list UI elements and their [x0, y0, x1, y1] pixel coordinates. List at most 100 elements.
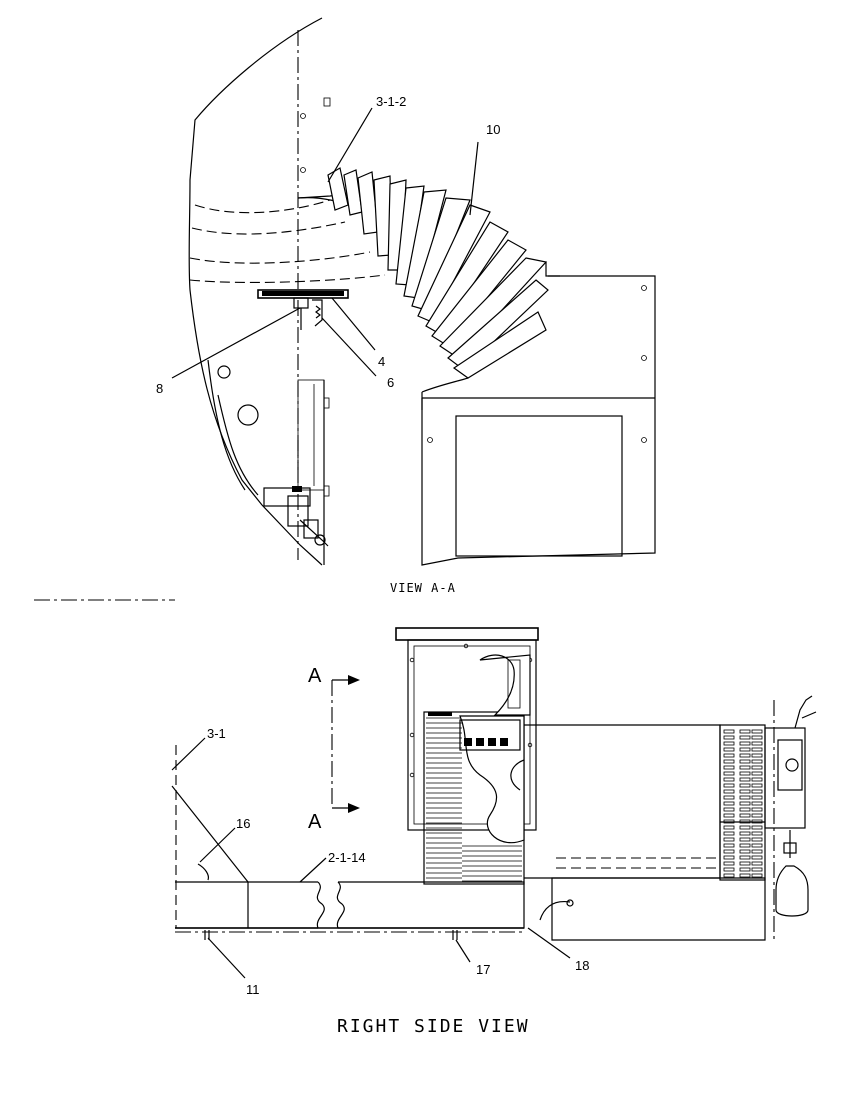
callout-16: 16 — [236, 816, 250, 831]
coil-fin — [723, 837, 735, 842]
coil-fin — [739, 753, 751, 758]
filter-drier — [775, 865, 809, 917]
callout-3-1-2: 3-1-2 — [376, 94, 406, 109]
box-lower-outline — [421, 392, 656, 566]
callout-11: 11 — [246, 982, 260, 997]
coil-fin — [723, 753, 735, 758]
coil-fin — [739, 777, 751, 782]
lower-bracket — [297, 379, 325, 491]
coil-fin — [751, 759, 763, 764]
valve-pipe-top — [794, 695, 817, 729]
lower-bracket-tab2 — [323, 485, 330, 497]
valve-fitting — [783, 842, 797, 854]
coil-fin — [739, 741, 751, 746]
coil-fin — [723, 855, 735, 860]
coil-fin — [739, 831, 751, 836]
callout-2-1-14: 2-1-14 — [328, 850, 366, 865]
coil-fin — [739, 861, 751, 866]
base-break-left — [316, 881, 325, 929]
coil-fin — [751, 801, 763, 806]
coil-fin — [723, 783, 735, 788]
clamp-washer — [314, 534, 326, 546]
right-side-view-title: RIGHT SIDE VIEW — [337, 1016, 530, 1037]
lower-bracket-tab1 — [323, 397, 330, 409]
blower-top-plate — [395, 627, 539, 641]
leader-3-1 — [171, 737, 206, 771]
mount-flange-fill — [262, 291, 344, 296]
chassis-pipe — [539, 900, 571, 921]
impeller-blade-1 — [464, 738, 472, 746]
port-small — [217, 365, 231, 379]
coil-fin — [739, 789, 751, 794]
coil-fin — [739, 747, 751, 752]
mount-spring — [315, 305, 321, 319]
callout-8: 8 — [156, 381, 163, 396]
leader-18 — [527, 927, 571, 959]
coil-fin — [739, 849, 751, 854]
section-arrowhead-bottom — [348, 803, 360, 813]
coil-fin — [739, 813, 751, 818]
housing-band-3 — [189, 251, 371, 264]
coil-fin — [751, 729, 763, 734]
coil-fin — [723, 729, 735, 734]
coil-fin — [723, 825, 735, 830]
mount-clip — [312, 299, 323, 327]
coil-fin — [751, 753, 763, 758]
coil-fin — [751, 843, 763, 848]
coil-fin — [739, 855, 751, 860]
coil-fin — [723, 843, 735, 848]
box-hole-3 — [427, 437, 433, 443]
leader-8 — [171, 307, 301, 379]
callout-3-1: 3-1 — [207, 726, 226, 741]
bellows-tail — [421, 377, 469, 393]
coil-fin — [739, 825, 751, 830]
coil-fin — [751, 855, 763, 860]
clamp-nut — [292, 486, 302, 492]
clamp-bolt — [299, 519, 329, 547]
leader-6 — [321, 317, 377, 377]
housing-band-2 — [191, 221, 346, 235]
blower-bolt-3 — [409, 772, 415, 778]
coil-fin — [723, 807, 735, 812]
coil-fin — [723, 789, 735, 794]
impeller-blade-4 — [500, 738, 508, 746]
coil-fin — [751, 789, 763, 794]
bellows-lower-top-band — [428, 712, 452, 716]
bellows-lower-ribs — [426, 717, 522, 882]
blower-cutaway-upper — [479, 654, 531, 716]
coil-fin — [751, 837, 763, 842]
base-rail — [175, 881, 525, 929]
coil-fin — [723, 741, 735, 746]
coil-fin — [751, 795, 763, 800]
inner-wall — [207, 359, 246, 491]
coil-fin — [723, 873, 735, 878]
impeller-blade-2 — [476, 738, 484, 746]
callout-6: 6 — [387, 375, 394, 390]
callout-17: 17 — [476, 962, 490, 977]
callout-10: 10 — [486, 122, 500, 137]
coil-fin — [751, 831, 763, 836]
box-top — [548, 275, 656, 398]
housing-tab — [323, 97, 331, 107]
callout-4: 4 — [378, 354, 385, 369]
section-marker-top: A — [308, 665, 322, 687]
duct-cut-curve — [510, 759, 525, 791]
valve-box — [777, 739, 803, 791]
blower-bolt-5 — [527, 742, 533, 748]
leader-2-1-14 — [299, 857, 327, 883]
coil-fin — [751, 813, 763, 818]
coil-fin — [739, 783, 751, 788]
coil-fin — [751, 849, 763, 854]
impeller-blades — [464, 738, 508, 746]
coil-fin — [723, 735, 735, 740]
callout-18: 18 — [575, 958, 589, 973]
coil-fin — [723, 759, 735, 764]
housing-hole-1 — [300, 113, 306, 119]
blower-bolt-2 — [409, 732, 415, 738]
housing-band-1 — [194, 199, 331, 214]
leader-4 — [331, 297, 376, 351]
coil-fin — [723, 867, 735, 872]
coil-fin — [739, 807, 751, 812]
view-a-a: 3-1-2 10 4 6 8 VIEW A-A — [156, 17, 656, 595]
coil-fin — [751, 777, 763, 782]
